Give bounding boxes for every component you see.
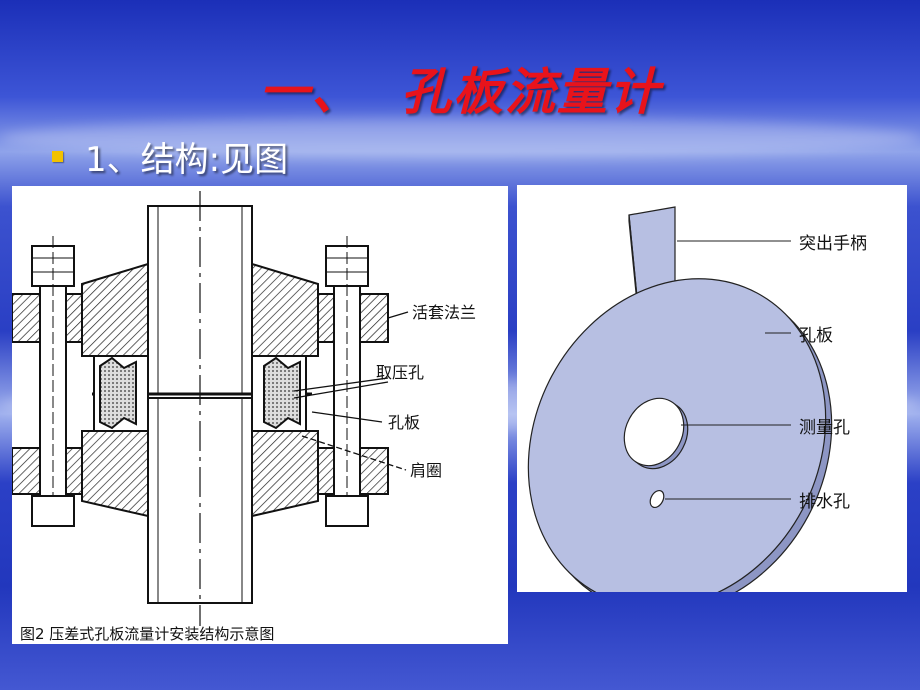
figure-caption: 图2 压差式孔板流量计安装结构示意图 xyxy=(20,625,274,643)
background-streak xyxy=(0,118,920,158)
drain-hole-icon xyxy=(649,489,665,509)
title-text: 孔板流量计 xyxy=(401,63,661,121)
upper-flange-right xyxy=(251,262,319,357)
label-pressure-tap: 取压孔 xyxy=(376,363,424,382)
orifice-plate-drawing: 突出手柄 孔板 测量孔 排水孔 xyxy=(527,206,867,614)
installation-diagram: 活套法兰 取压孔 孔板 肩圈 图2 压差式孔板流量计安装结构示意图 xyxy=(11,186,508,644)
label-protruding-handle: 突出手柄 xyxy=(799,234,867,254)
label-plate: 孔板 xyxy=(799,326,833,346)
orifice-plate-diagram: 突出手柄 孔板 测量孔 排水孔 xyxy=(517,185,907,614)
upper-flange-left xyxy=(81,262,149,357)
lower-flange-right xyxy=(251,430,319,518)
installation-drawing: 活套法兰 取压孔 孔板 肩圈 图2 压差式孔板流量计安装结构示意图 xyxy=(11,191,476,643)
slide-title: 一、孔板流量计 xyxy=(0,52,920,124)
bullet-text: 1、结构:见图 xyxy=(85,140,289,180)
bolt-nut-bottom-left xyxy=(31,495,75,527)
gasket-right xyxy=(263,356,301,430)
lower-flange-left xyxy=(81,430,149,518)
label-drain-hole: 排水孔 xyxy=(799,492,850,512)
label-shoulder-ring: 肩圈 xyxy=(410,461,442,480)
title-number: 一、 xyxy=(259,63,363,121)
label-orifice-plate: 孔板 xyxy=(388,413,420,432)
label-measuring-hole: 测量孔 xyxy=(799,418,850,438)
label-loose-flange: 活套法兰 xyxy=(412,303,476,322)
bullet-square-icon xyxy=(52,151,63,162)
gasket-left xyxy=(99,356,137,430)
measuring-bore-icon xyxy=(623,397,685,467)
bullet-item: 1、结构:见图 xyxy=(52,132,288,181)
bolt-nut-bottom-right xyxy=(325,495,369,527)
